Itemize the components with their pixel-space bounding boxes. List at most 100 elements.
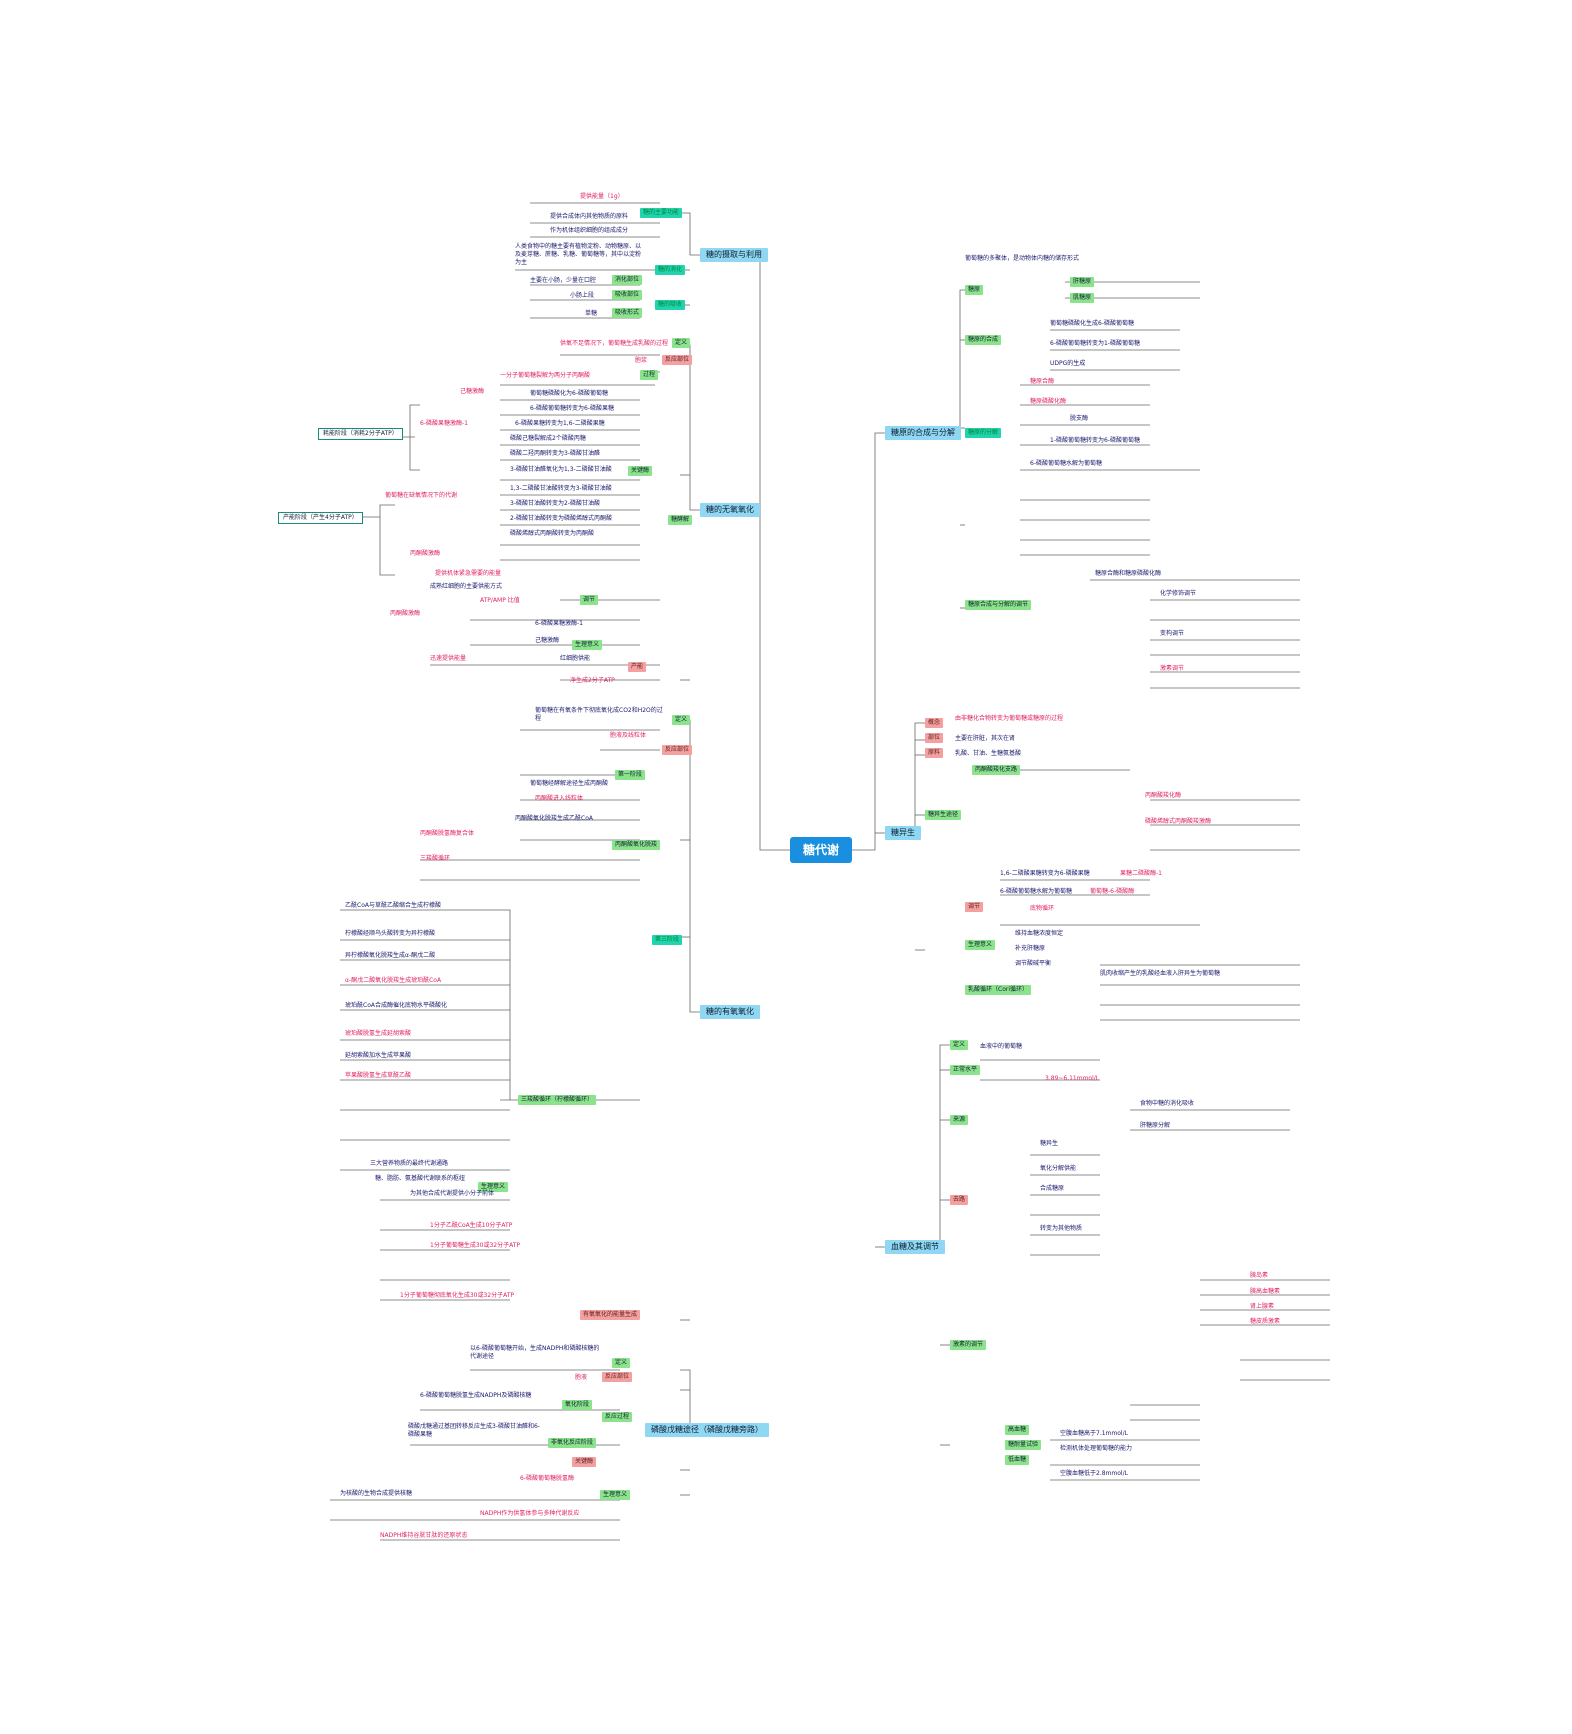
- tag-ab3: 吸收形式: [612, 308, 643, 318]
- b2-proc6: 磷酸二羟丙酮转变为3-磷酸甘油醛: [510, 450, 600, 457]
- b2-def: 供氧不足情况下，葡萄糖生成乳酸的过程: [560, 340, 669, 347]
- b7-src3: 糖异生: [1040, 1140, 1059, 1147]
- b2-sig2: 红细胞供能: [560, 655, 591, 662]
- b2-proc1: 一分子葡萄糖裂解为两分子丙酮酸: [500, 372, 591, 379]
- b7-high: 空腹血糖高于7.1mmol/L: [1060, 1430, 1128, 1437]
- b3-site: 胞液及线粒体: [610, 732, 647, 739]
- branch-gluconeogenesis[interactable]: 糖异生: [885, 826, 921, 840]
- tag-b7-def: 定义: [950, 1040, 969, 1050]
- b5-deg1: 糖原磷酸化酶: [1030, 398, 1067, 405]
- tag-b4-proc: 反应过程: [602, 1412, 633, 1422]
- b2-red3: 成熟红细胞的主要供能方式: [430, 583, 503, 590]
- b6-cori: 肌肉收缩产生的乳酸经血液入肝异生为葡萄糖: [1100, 970, 1221, 977]
- tag-b4-site: 反应部位: [602, 1372, 633, 1382]
- b6-c3: 葡萄糖-6-磷酸酶: [1090, 888, 1135, 895]
- b2-reg3: 丙酮酸激酶: [390, 610, 421, 617]
- tag-b5-gly2: 肌糖原: [1070, 293, 1095, 303]
- b2-proc8: 1,3-二磷酸甘油酸转变为3-磷酸甘油酸: [510, 485, 612, 492]
- b6-site: 主要在肝脏，其次在肾: [955, 735, 1016, 742]
- tag-b2-site: 反应部位: [662, 355, 693, 365]
- tag-b3-s2: 丙酮酸氧化脱羧: [612, 840, 661, 850]
- b4-ox: 6-磷酸葡萄糖脱氢生成NADPH及磷酸核糖: [420, 1392, 532, 1399]
- tag-b6-cori: 乳酸循环（Cori循环）: [965, 985, 1031, 995]
- tag-b7-tol: 糖耐量试验: [1005, 1440, 1042, 1450]
- branch-pentose-phosphate[interactable]: 磷酸戊糖途径（磷酸戊糖旁路）: [645, 1423, 769, 1437]
- tag-digest: 糖的消化: [655, 265, 686, 275]
- b6-raw: 乳酸、甘油、生糖氨基酸: [955, 750, 1022, 757]
- b2-proc7: 3-磷酸甘油醛氧化为1,3-二磷酸甘油酸: [510, 466, 612, 473]
- b3-s2c: 丙酮酸脱氢酶复合体: [420, 830, 475, 837]
- b6-c2: 果糖二磷酸酶-1: [1120, 870, 1162, 877]
- tag-b5-gly: 糖原: [965, 285, 984, 295]
- tag-b4-sig: 生理意义: [600, 1490, 631, 1500]
- tag-b6-path: 糖异生途径: [925, 810, 962, 820]
- tag-ab1: 消化部位: [612, 275, 643, 285]
- tag-b3-def: 定义: [672, 715, 691, 725]
- b4-nonox: 磷酸戊糖通过基团转移反应生成3-磷酸甘油醛和6-磷酸果糖: [408, 1423, 540, 1438]
- b3-sig1: 三大营养物质的最终代谢通路: [370, 1160, 449, 1167]
- b4-sig1: 为核酸的生物合成提供核糖: [340, 1490, 413, 1497]
- b5-deg4: 6-磷酸葡萄糖水解为葡萄糖: [1030, 460, 1102, 467]
- b5-deg3: 1-磷酸葡萄糖转变为6-磷酸葡萄糖: [1050, 437, 1140, 444]
- b2-proc11: 磷酸烯醇式丙酮酸转变为丙酮酸: [510, 530, 595, 537]
- tag-absorb: 糖的吸收: [655, 300, 686, 310]
- branch-anaerobic[interactable]: 糖的无氧氧化: [700, 503, 760, 517]
- tag-b2-def: 定义: [672, 338, 691, 348]
- tag-b3-energy: 有氧氧化的能量生成: [580, 1310, 641, 1320]
- b4-sig3: NADPH维持谷胱甘肽的还原状态: [380, 1532, 468, 1539]
- branch-sugar-intake[interactable]: 糖的摄取与利用: [700, 248, 768, 262]
- b6-c3-title: 6-磷酸葡萄糖水解为葡萄糖: [1000, 888, 1072, 895]
- tag-ab2: 吸收部位: [612, 290, 643, 300]
- b3-sig2: 糖、脂肪、氨基酸代谢联系的枢纽: [375, 1175, 466, 1182]
- b7-horm4: 糖皮质激素: [1250, 1318, 1281, 1325]
- tag-b5-gly1: 肝糖原: [1070, 277, 1095, 287]
- b5-syn1: 葡萄糖磷酸化生成6-磷酸葡萄糖: [1050, 320, 1134, 327]
- b4-sig2: NADPH作为供氢体参与多种代谢反应: [480, 1510, 580, 1517]
- b3-s1: 葡萄糖经酵解途径生成丙酮酸: [530, 780, 609, 787]
- b5-reg3: 变构调节: [1160, 630, 1185, 637]
- tca-6: 琥珀酸脱氢生成延胡索酸: [345, 1030, 412, 1037]
- branch-aerobic[interactable]: 糖的有氧氧化: [700, 1005, 760, 1019]
- b2-red1: 葡萄糖在缺氧情况下的代谢: [385, 492, 458, 499]
- branch-glycogen[interactable]: 糖原的合成与分解: [885, 426, 961, 440]
- b2-proc4: 6-磷酸果糖转变为1,6-二磷酸果糖: [515, 420, 605, 427]
- root-node[interactable]: 糖代谢: [790, 837, 852, 863]
- tag-b3-sig: 生理意义: [478, 1182, 509, 1192]
- branch-blood-sugar[interactable]: 血糖及其调节: [885, 1240, 945, 1254]
- b7-use3: 转变为其他物质: [1040, 1225, 1083, 1232]
- b2-red2: 提供机体紧急需要的能量: [435, 570, 502, 577]
- b5-syn3: UDPG的生成: [1050, 360, 1086, 367]
- tag-b4-nonox: 非氧化反应阶段: [548, 1438, 597, 1448]
- b5-syn4: 糖原合酶: [1030, 378, 1055, 385]
- tag-b2-proc: 过程: [640, 370, 659, 380]
- tag-b4-ox: 氧化阶段: [562, 1400, 593, 1410]
- b2-energy: 净生成2分子ATP: [570, 677, 615, 684]
- tag-b5-syn: 糖原的合成: [965, 335, 1002, 345]
- b7-tol: 检测机体处理葡萄糖的能力: [1060, 1445, 1133, 1452]
- b7-horm1: 胰岛素: [1250, 1272, 1269, 1279]
- b2-reg1: ATP/AMP 比值: [480, 597, 520, 604]
- box-consume: 耗能阶段（消耗2分子ATP）: [318, 428, 403, 440]
- tag-b7-high: 高血糖: [1005, 1425, 1030, 1435]
- tag-b3-site: 反应部位: [662, 745, 693, 755]
- tag-b2-two: 糖酵解: [668, 515, 693, 525]
- b5-reg2: 化学修饰调节: [1160, 590, 1197, 597]
- digest-a: 人类食物中的糖主要有植物淀粉、动物糖原、以及麦芽糖、蔗糖、乳糖、葡萄糖等，其中以…: [515, 243, 642, 266]
- tag-b5-deg: 糖原的分解: [965, 428, 1002, 438]
- tag-b4-def: 定义: [612, 1358, 631, 1368]
- b6-sig1: 维持血糖浓度恒定: [1015, 930, 1064, 937]
- b2-proc2: 葡萄糖磷酸化为6-磷酸葡萄糖: [530, 390, 608, 397]
- tag-b7-low: 低血糖: [1005, 1455, 1030, 1465]
- b5-reg1: 糖原合酶和糖原磷酸化酶: [1095, 570, 1162, 577]
- tag-b3-s1: 第一阶段: [615, 770, 646, 780]
- b7-src1: 食物中糖的消化吸收: [1140, 1100, 1195, 1107]
- b6-c1b: 磷酸烯醇式丙酮酸羧激酶: [1145, 818, 1212, 825]
- b2-reg2: 6-磷酸果糖激酶-1: [535, 620, 583, 627]
- tag-energy: 糖的主要功能: [640, 208, 683, 218]
- tag-b4-key: 关键酶: [572, 1457, 597, 1467]
- tag-b2-key: 关键酶: [628, 466, 653, 476]
- tca-4: α-酮戊二酸氧化脱羧生成琥珀酰CoA: [345, 977, 442, 984]
- tca-3: 异柠檬酸氧化脱羧生成α-酮戊二酸: [345, 952, 436, 959]
